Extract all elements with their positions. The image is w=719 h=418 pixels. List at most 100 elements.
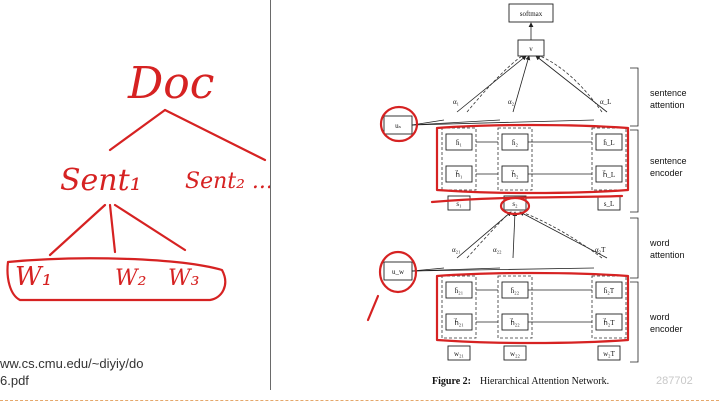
- h2-to-v-arrow: [512, 55, 531, 113]
- word1-annotation: W₁: [15, 262, 52, 292]
- ink-box-sentence-encoder: [435, 123, 630, 195]
- word-group-3: [591, 275, 627, 339]
- us-label: uₛ: [395, 122, 402, 130]
- alpha-w-1: α₂₁: [452, 246, 461, 254]
- watermark: 287702: [656, 375, 693, 387]
- ink-circle-uw: [378, 250, 418, 294]
- h-word-fwd-1: [445, 313, 473, 331]
- w-input-T-label: w₂T: [603, 350, 615, 358]
- alpha-s-1: α₁: [453, 98, 459, 106]
- h-sent-back-2-label: h̄₂: [512, 139, 519, 147]
- ink-circle-s2: [499, 196, 531, 216]
- softmax-box: [508, 3, 554, 23]
- ink-underline-s: [430, 194, 624, 204]
- hL-to-v-arrow: [535, 55, 608, 113]
- alpha-w-T: α₂T: [595, 246, 606, 254]
- bracket-word-attention: [630, 217, 639, 279]
- s-input-1-label: s₁: [456, 200, 461, 208]
- alpha21-dashed: [466, 211, 511, 259]
- bracket-sentence-encoder: [630, 129, 639, 213]
- alpha-s-L: α_L: [600, 98, 611, 106]
- word2-annotation: W₂: [115, 266, 146, 291]
- url-text-2: 6.pdf: [0, 373, 29, 388]
- h-word-fwd-2-label: h⃗₂₂: [509, 318, 520, 327]
- h-sent-fwd-2-label: h⃗₂: [510, 170, 519, 179]
- h-sent-fwd-1: [445, 165, 473, 183]
- wT-to-s2-arrow: [519, 211, 608, 259]
- label-sentence-attention-1: sentence: [650, 88, 687, 98]
- word3-annotation: W₃: [168, 266, 199, 291]
- word-group-2: [497, 275, 533, 339]
- annotation-pane: Doc Sent₁ Sent₂ ..... W₁ W₂ W₃ ww.cs.cmu…: [0, 0, 287, 413]
- han-diagram: softmax v α₁ α₂ α_L uₛ h̄₁ h̄₂ h̄_L: [366, 3, 693, 387]
- doc-branch-left: [108, 108, 167, 152]
- handwriting-canvas: Doc Sent₁ Sent₂ ..... W₁ W₂ W₃: [6, 58, 287, 302]
- doc-branch-right: [163, 108, 267, 162]
- word-group-1: [441, 275, 477, 339]
- w-input-1: [447, 345, 471, 361]
- h-word-fwd-T: [595, 313, 623, 331]
- bracket-sentence-attention: [630, 67, 639, 127]
- h-sent-back-1-label: h̄₁: [456, 139, 462, 147]
- label-word-attention-1: word: [649, 238, 670, 248]
- softmax-label: softmax: [520, 10, 543, 18]
- pane-divider: [270, 0, 271, 390]
- w-input-1-label: w₂₁: [454, 350, 464, 358]
- figure-pane: softmax v α₁ α₂ α_L uₛ h̄₁ h̄₂ h̄_L: [272, 0, 719, 413]
- us-link-2: [411, 119, 501, 126]
- s-input-2-label: s₂: [512, 200, 518, 208]
- label-word-encoder-2: encoder: [650, 324, 683, 334]
- bottom-dashed-rule: [0, 400, 719, 401]
- words-enclosure: [6, 257, 227, 302]
- h-word-back-2-label: h̄₂₂: [510, 287, 519, 295]
- url-text-1: ww.cs.cmu.edu/~diyiy/do: [0, 356, 144, 371]
- sent-group-2: [497, 127, 533, 191]
- sent-group-1: [441, 127, 477, 191]
- h-sent-fwd-L-label: h⃗_L: [602, 170, 616, 179]
- w-input-2: [503, 345, 527, 361]
- sent2-annotation: Sent₂ .....: [185, 169, 270, 194]
- w-input-2-label: w₂₂: [510, 350, 520, 358]
- h-word-back-T: [595, 281, 623, 299]
- sent-branch-1: [48, 203, 107, 257]
- us-link-3: [411, 119, 595, 126]
- uw-label: u_w: [392, 268, 405, 276]
- alpha1-dashed: [466, 55, 523, 113]
- alphaL-dashed: [539, 55, 603, 113]
- label-sentence-encoder-2: encoder: [650, 168, 683, 178]
- doc-annotation: Doc: [127, 58, 214, 109]
- h-word-back-1: [445, 281, 473, 299]
- h-sent-fwd-L: [595, 165, 623, 183]
- h-sent-back-1: [445, 133, 473, 151]
- sent-branch-2: [108, 203, 117, 254]
- h-sent-back-L-label: h̄_L: [603, 139, 615, 147]
- figure-caption-prefix: Figure 2:: [432, 376, 471, 387]
- ink-circle-us: [379, 105, 419, 143]
- ink-tick-uw: [366, 294, 380, 322]
- h-sent-fwd-1-label: h⃗₁: [454, 170, 462, 179]
- uw-link-3: [411, 267, 595, 272]
- h-sent-back-L: [595, 133, 623, 151]
- w2-to-s2-arrow: [512, 211, 518, 259]
- label-word-encoder-1: word: [649, 312, 670, 322]
- alpha2T-dashed: [521, 211, 603, 259]
- ink-box-word-encoder: [435, 271, 630, 345]
- h-word-fwd-1-label: h⃗₂₁: [453, 318, 464, 327]
- label-word-attention-2: attention: [650, 250, 685, 260]
- v-label: v: [529, 45, 533, 53]
- alpha-s-2: α₂: [508, 98, 515, 106]
- bracket-word-encoder: [630, 281, 639, 363]
- h-word-back-T-label: h̄₂T: [604, 287, 615, 295]
- s-input-L-label: s_L: [604, 200, 615, 208]
- figure-caption: Hierarchical Attention Network.: [480, 376, 609, 387]
- sent-branch-3: [113, 203, 187, 252]
- label-sentence-attention-2: attention: [650, 100, 685, 110]
- label-sentence-encoder-1: sentence: [650, 156, 687, 166]
- alpha-w-2: α₂₂: [493, 246, 502, 254]
- h-word-back-1-label: h̄₂₁: [454, 287, 463, 295]
- w-input-T: [597, 345, 621, 361]
- sent1-annotation: Sent₁: [60, 163, 142, 198]
- sent-group-3: [591, 127, 627, 191]
- h-word-fwd-T-label: h⃗₂T: [602, 318, 615, 327]
- v-box: [517, 39, 545, 57]
